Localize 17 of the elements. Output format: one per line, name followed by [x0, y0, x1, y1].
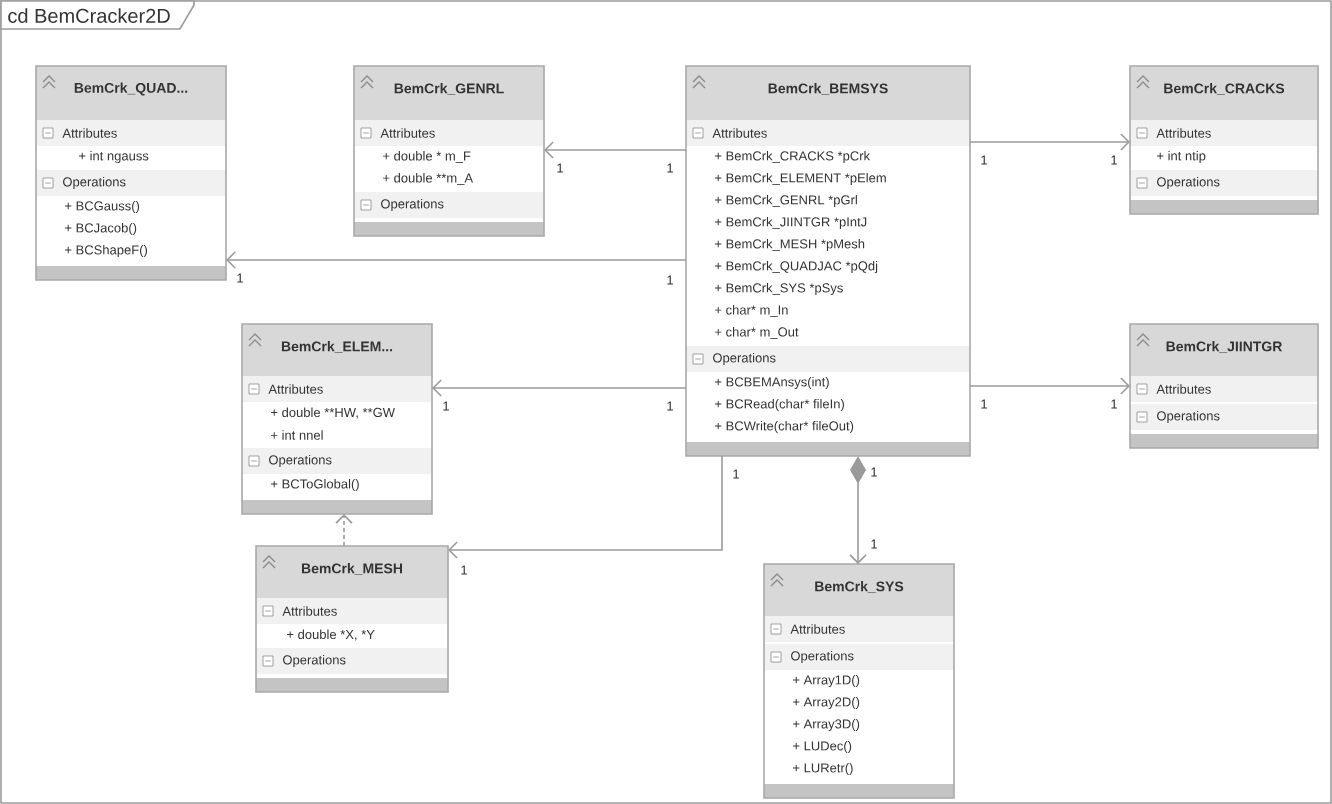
arrow: [544, 141, 687, 159]
class-box: [35, 65, 227, 281]
frame-tab: cd BemCracker2D: [0, 0, 195, 30]
class-box: [255, 545, 449, 693]
class-box: [1129, 323, 1319, 449]
class-box: [353, 65, 545, 237]
arrow: [432, 379, 687, 397]
class-box: [241, 323, 433, 515]
dependency-arrow: [335, 514, 353, 547]
arrow: [448, 455, 723, 559]
class-box: [1129, 65, 1319, 215]
class-box: [763, 563, 955, 799]
class-box: [685, 65, 971, 457]
composition-arrow: [849, 456, 867, 564]
arrow: [226, 251, 687, 269]
arrow: [969, 377, 1130, 395]
arrow: [969, 133, 1130, 151]
